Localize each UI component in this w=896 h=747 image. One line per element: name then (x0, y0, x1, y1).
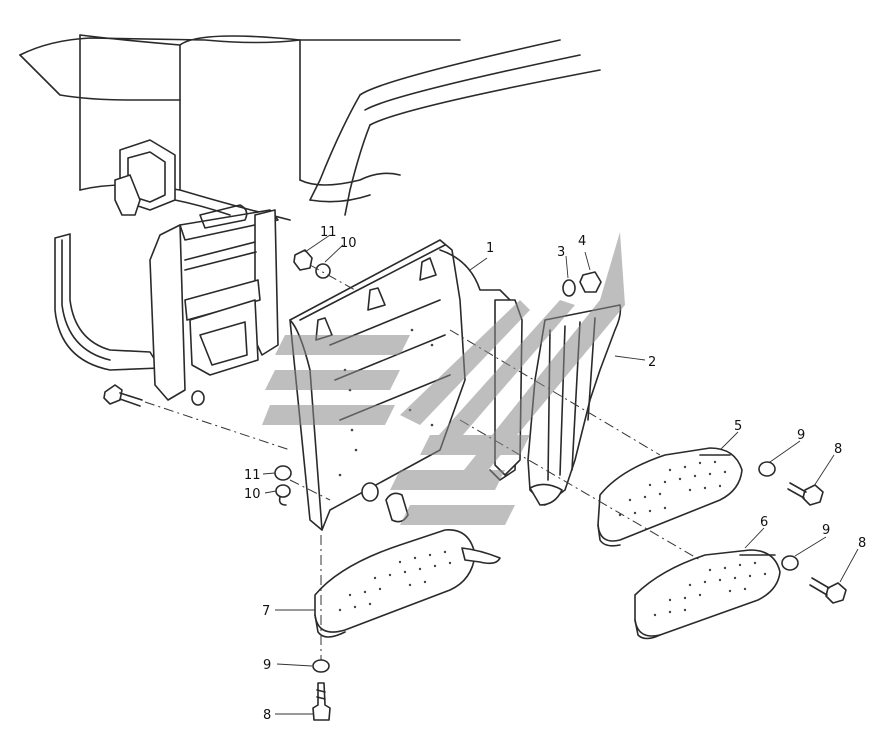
callout-labels: 1 2 3 4 5 6 7 8 8 8 9 9 9 10 10 11 11 (244, 225, 866, 723)
callout-8-bottom: 8 (263, 708, 271, 723)
callout-9-upper-right: 9 (797, 428, 805, 443)
callout-7: 7 (262, 604, 270, 619)
callout-11-lower: 11 (244, 468, 261, 483)
callout-2: 2 (648, 355, 656, 370)
callout-3: 3 (557, 245, 565, 260)
tractor-body (19, 34, 601, 221)
washers-bolts (312, 461, 847, 721)
part-7-bottom-step (314, 529, 501, 660)
step-6-dots (653, 561, 767, 617)
handrail (54, 233, 161, 371)
callout-9-bottom: 9 (263, 658, 271, 673)
callout-10-upper: 10 (340, 236, 357, 251)
callout-5: 5 (734, 419, 742, 434)
callout-1: 1 (486, 241, 494, 256)
callout-4: 4 (578, 234, 586, 249)
part-2-step-bracket (527, 304, 622, 506)
step-5-dots (618, 460, 727, 517)
fasteners-10-11-upper (293, 249, 356, 291)
watermark-logo-icon (262, 232, 625, 525)
fasteners-10-11-lower (274, 465, 331, 506)
bolt-left (103, 384, 291, 451)
callout-9-lower-right: 9 (822, 523, 830, 538)
fasteners-3-4 (562, 271, 602, 297)
callout-10-lower: 10 (244, 487, 261, 502)
callout-8-upper-right: 8 (834, 442, 842, 457)
callout-11-upper: 11 (320, 225, 337, 240)
callout-8-lower-right: 8 (858, 536, 866, 551)
step-7-dots (338, 550, 452, 612)
callout-6: 6 (760, 515, 768, 530)
leader-lines (262, 234, 859, 715)
mounting-frame (149, 204, 279, 401)
